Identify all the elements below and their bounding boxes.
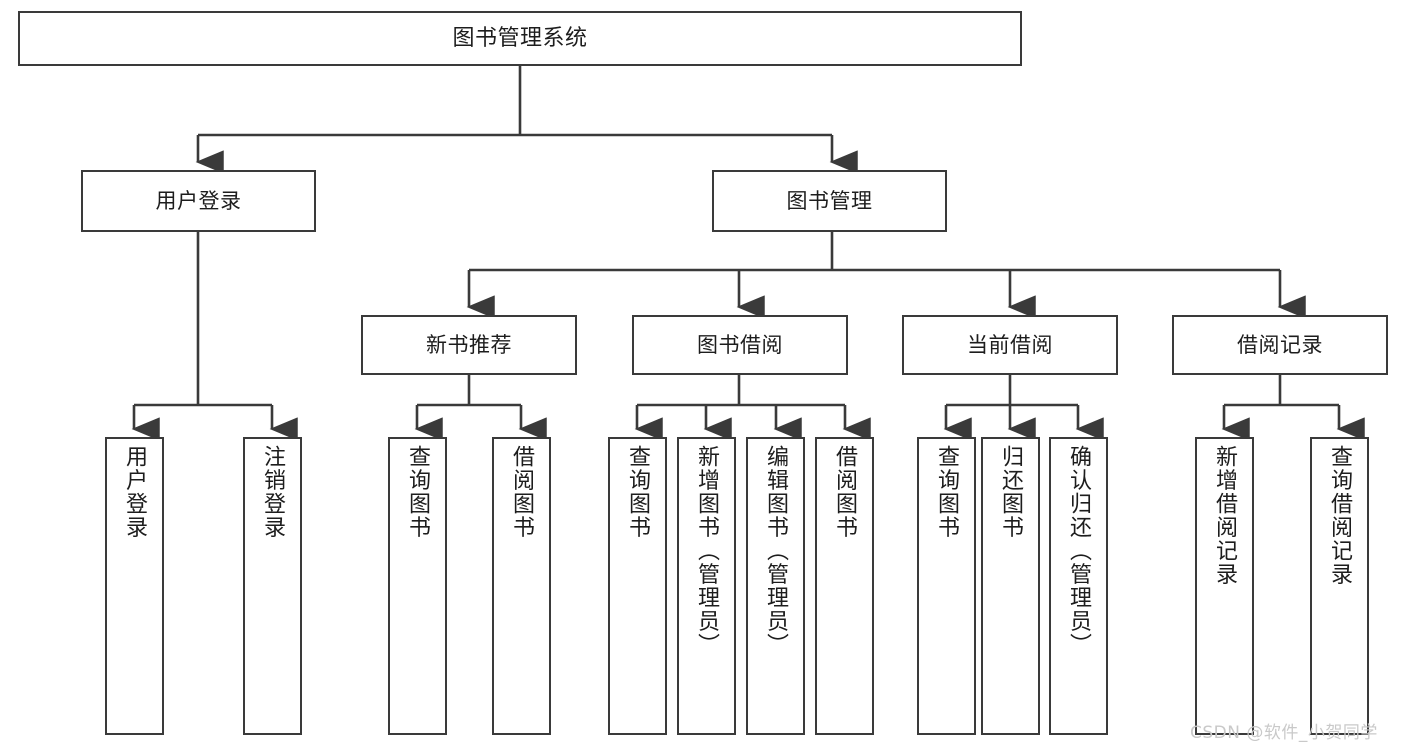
node-new-book-recommend[interactable]: 新书推荐 bbox=[361, 315, 577, 375]
node-label: 图书管理 bbox=[786, 188, 873, 213]
node-label: 借阅图书 bbox=[832, 445, 858, 539]
node-label: 确认归还（管理员） bbox=[1066, 445, 1092, 657]
leaf-recommend-borrow-book[interactable]: 借阅图书 bbox=[492, 437, 551, 735]
leaf-current-query-book[interactable]: 查询图书 bbox=[917, 437, 976, 735]
node-label: 查询图书 bbox=[934, 445, 960, 539]
node-label: 查询借阅记录 bbox=[1327, 445, 1353, 586]
node-label: 新增借阅记录 bbox=[1212, 445, 1238, 586]
csdn-watermark: CSDN @软件_小贺同学 bbox=[1190, 723, 1378, 743]
node-label: 新增图书（管理员） bbox=[694, 445, 720, 657]
leaf-record-query-record[interactable]: 查询借阅记录 bbox=[1310, 437, 1369, 735]
leaf-record-add-record[interactable]: 新增借阅记录 bbox=[1195, 437, 1254, 735]
node-root-system[interactable]: 图书管理系统 bbox=[18, 11, 1022, 66]
node-current-borrow[interactable]: 当前借阅 bbox=[902, 315, 1118, 375]
node-label: 查询图书 bbox=[625, 445, 651, 539]
leaf-user-login-logout[interactable]: 注销登录 bbox=[243, 437, 302, 735]
leaf-borrow-borrow-book[interactable]: 借阅图书 bbox=[815, 437, 874, 735]
node-user-login[interactable]: 用户登录 bbox=[81, 170, 316, 232]
leaf-current-return-book[interactable]: 归还图书 bbox=[981, 437, 1040, 735]
node-label: 图书管理系统 bbox=[452, 25, 588, 51]
node-book-borrow[interactable]: 图书借阅 bbox=[632, 315, 848, 375]
node-label: 用户登录 bbox=[122, 445, 148, 539]
node-label: 当前借阅 bbox=[967, 332, 1053, 357]
node-label: 查询图书 bbox=[405, 445, 431, 539]
leaf-recommend-query-book[interactable]: 查询图书 bbox=[388, 437, 447, 735]
leaf-current-confirm-return-admin[interactable]: 确认归还（管理员） bbox=[1049, 437, 1108, 735]
node-book-management[interactable]: 图书管理 bbox=[712, 170, 947, 232]
node-label: 图书借阅 bbox=[697, 332, 783, 357]
node-label: 用户登录 bbox=[155, 188, 242, 213]
leaf-user-login-login[interactable]: 用户登录 bbox=[105, 437, 164, 735]
node-label: 新书推荐 bbox=[426, 332, 512, 357]
node-label: 借阅记录 bbox=[1237, 332, 1323, 357]
node-label: 借阅图书 bbox=[509, 445, 535, 539]
node-label: 编辑图书（管理员） bbox=[763, 445, 789, 657]
leaf-borrow-add-book-admin[interactable]: 新增图书（管理员） bbox=[677, 437, 736, 735]
node-label: 注销登录 bbox=[260, 445, 286, 539]
node-borrow-record[interactable]: 借阅记录 bbox=[1172, 315, 1388, 375]
leaf-borrow-query-book[interactable]: 查询图书 bbox=[608, 437, 667, 735]
node-label: 归还图书 bbox=[998, 445, 1024, 539]
leaf-borrow-edit-book-admin[interactable]: 编辑图书（管理员） bbox=[746, 437, 805, 735]
